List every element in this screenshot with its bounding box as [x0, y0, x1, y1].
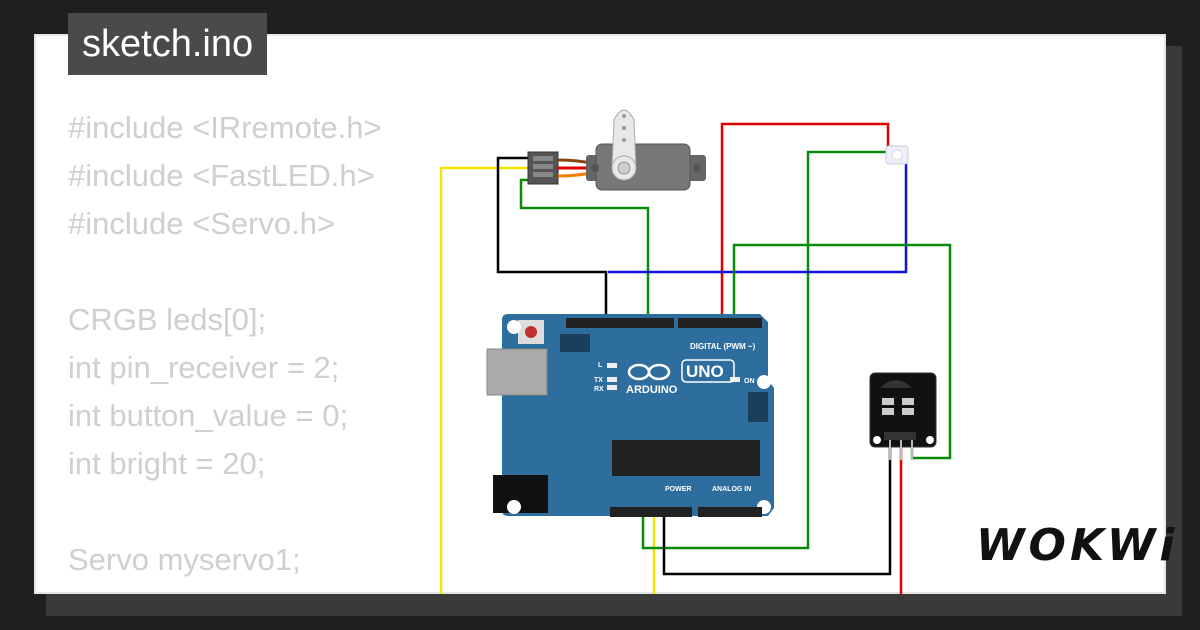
- brand-label: ARDUINO: [626, 384, 678, 396]
- usb-port: [486, 348, 548, 396]
- file-tab-title[interactable]: sketch.ino: [68, 13, 268, 75]
- wire-green-servo: [519, 178, 650, 322]
- digital-label: DIGITAL (PWM ~): [690, 342, 756, 351]
- code-line: Servo myservo1;: [68, 542, 301, 577]
- code-line: #include <IRremote.h>: [68, 110, 382, 145]
- rx-label: RX: [594, 386, 604, 393]
- arduino-logo-icon: [627, 363, 671, 381]
- ir-receiver[interactable]: [869, 372, 937, 460]
- l-label: L: [598, 362, 603, 369]
- code-line: int pin_receiver = 2;: [68, 350, 340, 385]
- analog-label: ANALOG IN: [712, 486, 751, 493]
- card-content: #include <IRremote.h> #include <FastLED.h…: [34, 34, 1166, 594]
- code-line: int bright = 20;: [68, 446, 266, 481]
- model-label: UNO: [686, 362, 724, 381]
- wire-blue-led: [608, 155, 908, 274]
- code-line: #include <Servo.h>: [68, 206, 336, 241]
- code-line: IRrecv receiver(pin_receiver);: [68, 584, 475, 594]
- code-preview: #include <IRremote.h> #include <FastLED.h…: [68, 104, 475, 594]
- tx-label: TX: [594, 377, 603, 384]
- reset-button[interactable]: [525, 326, 537, 338]
- wire-black-ir: [662, 440, 892, 576]
- code-line: CRGB leds[0];: [68, 302, 267, 337]
- wire-black-servo: [496, 156, 608, 322]
- code-line: int button_value = 0;: [68, 398, 349, 433]
- servo-motor[interactable]: [527, 109, 706, 191]
- rgb-led[interactable]: [885, 145, 909, 165]
- microcontroller-chip: [612, 440, 760, 476]
- power-label: POWER: [665, 486, 691, 493]
- on-label: ON: [744, 378, 755, 385]
- code-line: #include <FastLED.h>: [68, 158, 375, 193]
- arduino-uno-board[interactable]: DIGITAL (PWM ~) UNO ARDUINO ON L TX RX P…: [486, 314, 774, 517]
- wire-yellow: [439, 166, 530, 594]
- circuit-diagram: DIGITAL (PWM ~) UNO ARDUINO ON L TX RX P…: [439, 109, 952, 594]
- wire-red-led: [720, 122, 890, 322]
- wire-green-led: [641, 150, 895, 550]
- wokwi-logo: WOKWi: [976, 520, 1179, 571]
